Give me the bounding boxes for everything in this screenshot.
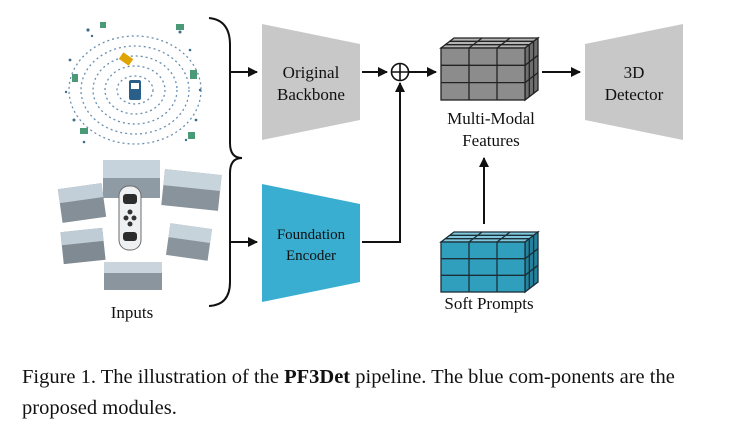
detector-label-2: Detector bbox=[605, 85, 664, 104]
lidar-point-cloud-image bbox=[60, 15, 210, 155]
features-label-2: Features bbox=[462, 131, 520, 150]
caption-prefix: Figure 1. The illustration of the bbox=[22, 366, 285, 388]
caption-method-name: PF3Det bbox=[284, 366, 351, 388]
multi-modal-features-cube bbox=[439, 36, 540, 102]
inputs-label: Inputs bbox=[111, 303, 154, 322]
inputs-bracket bbox=[208, 17, 243, 307]
camera-images-thumbnail bbox=[57, 160, 222, 290]
detector-block bbox=[585, 24, 683, 140]
original-backbone-block bbox=[262, 24, 360, 140]
soft-prompts-label: Soft Prompts bbox=[444, 294, 533, 313]
arrow-encoder-to-sum bbox=[362, 82, 405, 243]
soft-prompts-cube bbox=[439, 230, 540, 294]
original-backbone-label-1: Original bbox=[283, 63, 340, 82]
features-label-1: Multi-Modal bbox=[447, 109, 535, 128]
caption-suffix: pipeline. The blue com-ponents are the p… bbox=[22, 366, 675, 419]
figure-caption: Figure 1. The illustration of the PF3Det… bbox=[22, 362, 722, 424]
detector-label-1: 3D bbox=[624, 63, 645, 82]
foundation-encoder-label-2: Encoder bbox=[286, 248, 336, 264]
foundation-encoder-label-1: Foundation bbox=[277, 227, 346, 243]
original-backbone-label-2: Backbone bbox=[277, 85, 345, 104]
pipeline-diagram: Inputs Original Backbone Foundation Enco… bbox=[57, 15, 683, 322]
sum-operator-icon bbox=[390, 62, 410, 82]
foundation-encoder-block bbox=[262, 184, 360, 302]
